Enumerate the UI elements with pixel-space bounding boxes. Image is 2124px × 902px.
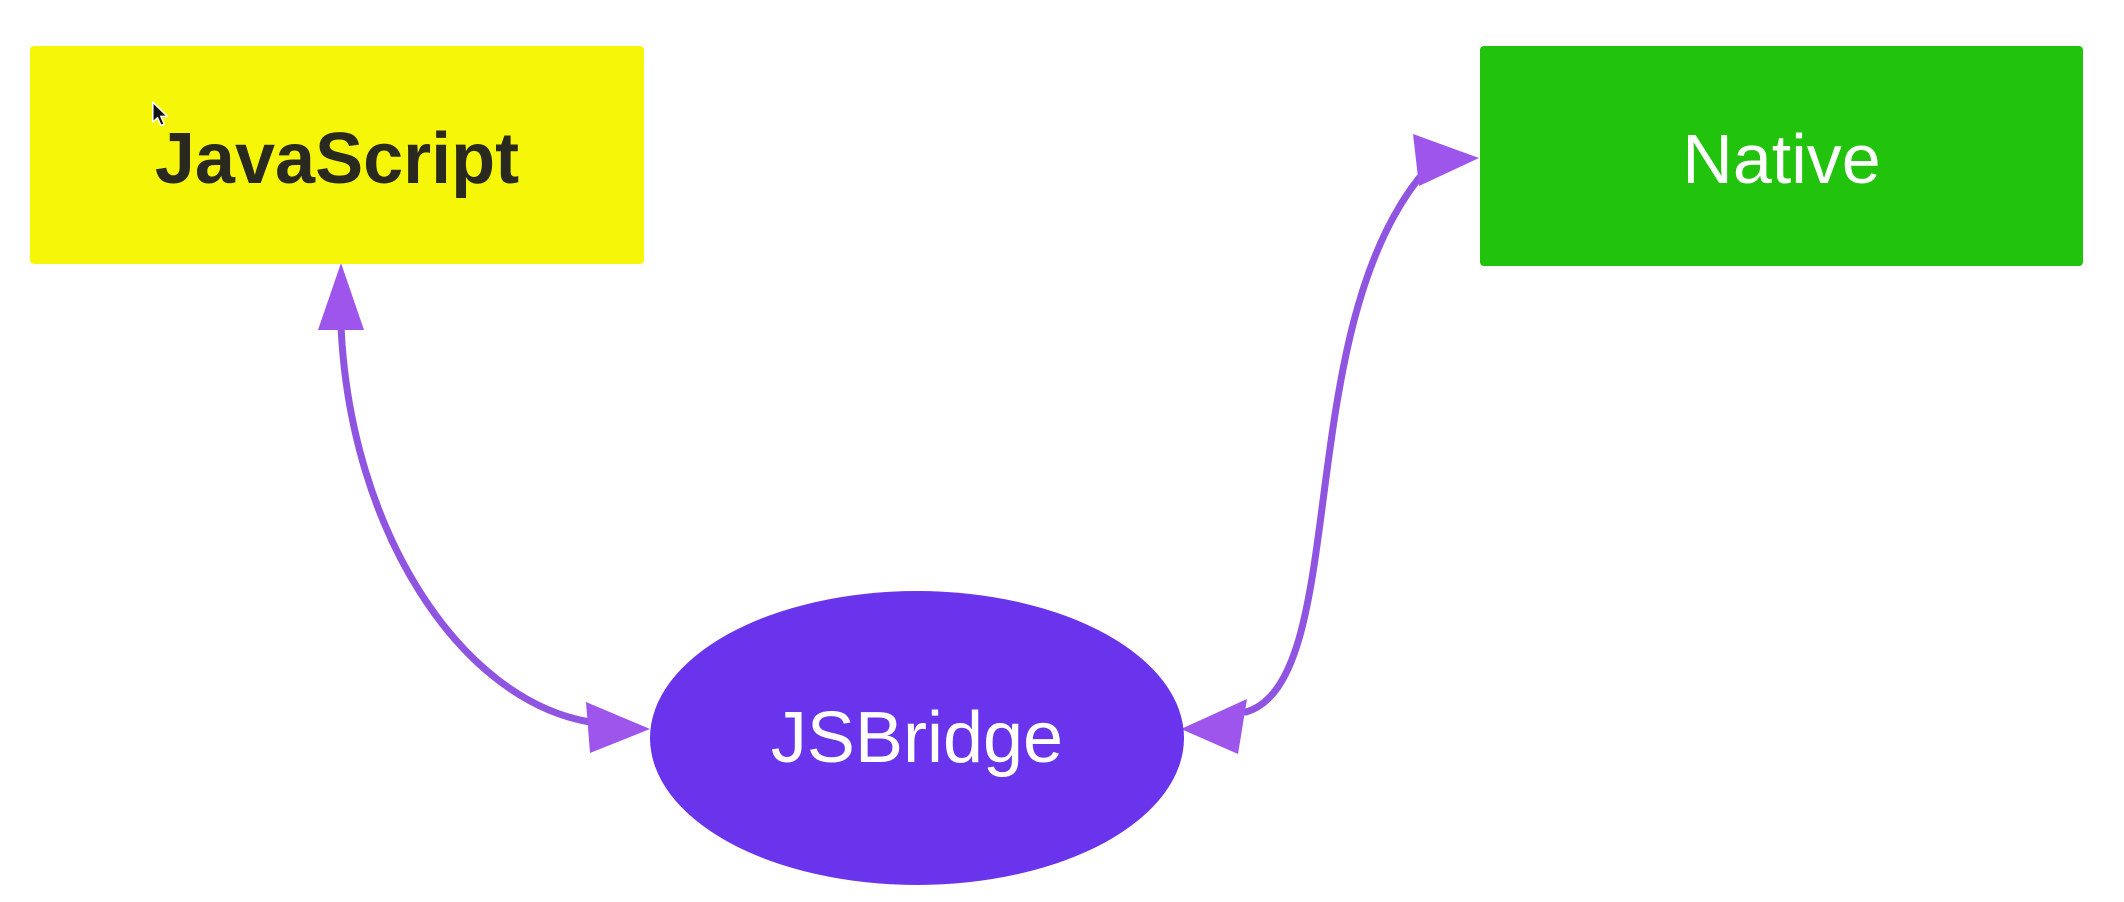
edge-curve-javascript-jsbridge (337, 322, 594, 726)
mouse-cursor-icon (152, 101, 169, 127)
node-javascript-label: JavaScript (154, 119, 520, 199)
edge-javascript-jsbridge (318, 263, 650, 753)
node-jsbridge-label: JSBridge (770, 698, 1064, 778)
node-jsbridge[interactable]: JSBridge (650, 591, 1184, 885)
arrowhead-into-jsbridge-right-icon (1181, 699, 1247, 754)
edge-jsbridge-native (1181, 134, 1479, 754)
node-javascript[interactable]: JavaScript (30, 46, 644, 264)
node-native-label: Native (1682, 120, 1881, 198)
arrowhead-into-javascript-icon (318, 263, 364, 330)
edge-curve-jsbridge-native (1242, 168, 1428, 716)
arrowhead-into-jsbridge-left-icon (586, 702, 650, 753)
node-native[interactable]: Native (1480, 46, 2083, 266)
arrowhead-into-native-icon (1413, 134, 1479, 186)
